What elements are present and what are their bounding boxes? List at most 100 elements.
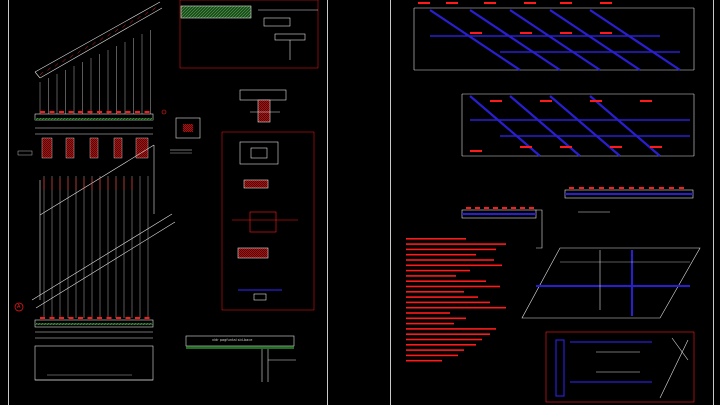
note-line <box>406 243 506 245</box>
right-sheet <box>406 2 701 403</box>
red-mark <box>589 187 594 189</box>
red-mark <box>619 187 624 189</box>
note-line <box>406 291 464 293</box>
red-mark <box>144 111 150 113</box>
dimension-label <box>560 32 572 34</box>
pier <box>65 137 75 159</box>
rebar-verticals-upper <box>39 30 151 114</box>
note-line <box>406 354 458 357</box>
red-mark <box>475 207 480 209</box>
stair-beam <box>429 9 521 71</box>
note-line <box>406 285 500 288</box>
dimension-label <box>610 146 622 148</box>
red-marks-mid <box>466 187 684 209</box>
rebar-tick <box>129 20 134 24</box>
framed-detail-box <box>221 131 315 311</box>
dimension-label <box>484 2 496 4</box>
red-mark <box>106 317 112 319</box>
notes-block <box>406 238 506 362</box>
dimension-label <box>590 100 602 102</box>
red-mark <box>87 317 93 319</box>
rebar-tick <box>137 15 141 20</box>
note-line <box>406 259 494 261</box>
top-stair-diagonal <box>34 1 163 79</box>
red-mark <box>87 111 93 113</box>
stair-beam <box>509 9 601 71</box>
red-mark <box>49 111 55 113</box>
dimension-label <box>520 32 532 34</box>
red-mark <box>639 187 644 189</box>
rebar-tick <box>47 67 51 71</box>
anchor-plate-detail <box>161 109 201 139</box>
landing-slab-upper <box>34 113 154 135</box>
red-mark <box>40 111 45 113</box>
left-sheet <box>14 0 319 382</box>
red-mark <box>659 187 664 189</box>
stair-beam <box>469 9 561 71</box>
rebar-verticals-lower <box>43 176 149 318</box>
red-mark <box>106 111 112 113</box>
red-mark <box>59 317 64 319</box>
red-mark <box>135 111 140 113</box>
red-mark <box>579 187 584 189</box>
red-mark <box>679 187 684 189</box>
red-mark <box>669 187 674 189</box>
red-mark <box>116 317 121 319</box>
note-line <box>406 338 482 341</box>
stair-beam <box>589 9 681 71</box>
dimension-label <box>524 2 536 4</box>
red-mark <box>466 207 471 209</box>
dimension-label <box>470 32 482 34</box>
pier <box>41 137 53 159</box>
rebar-tick <box>84 46 89 50</box>
red-mark <box>59 111 64 113</box>
section-marker-label: A <box>17 304 21 310</box>
red-mark <box>78 111 83 113</box>
section-marker-a <box>14 302 24 312</box>
note-line <box>406 344 476 346</box>
red-mark <box>116 111 121 113</box>
rebar-tick <box>152 7 156 11</box>
red-mark <box>599 187 604 189</box>
note-line <box>406 301 490 304</box>
red-mark <box>502 207 507 209</box>
red-mark <box>68 111 74 113</box>
rebar-tick <box>92 41 96 46</box>
piers-upper <box>41 137 149 159</box>
dimension-label <box>560 2 572 4</box>
red-mark <box>125 111 131 113</box>
dimension-label <box>640 100 652 102</box>
stair-beam <box>549 9 641 71</box>
rebar-tick <box>62 58 66 63</box>
dimension-label <box>600 32 612 34</box>
rebar-tick <box>99 37 104 41</box>
red-mark <box>529 207 534 209</box>
small-label-box-left <box>17 150 33 156</box>
note-line <box>406 269 470 272</box>
bottom-stair-diagonal <box>31 144 176 309</box>
red-mark <box>629 187 634 189</box>
pier <box>113 137 123 159</box>
red-dimension-labels <box>418 2 662 152</box>
note-line <box>406 328 496 330</box>
note-line <box>406 306 506 309</box>
red-mark <box>609 187 614 189</box>
bottom-stair-rebar-red <box>43 178 133 190</box>
red-mark <box>78 317 83 319</box>
note-line <box>406 280 486 282</box>
stair-beam <box>549 95 621 157</box>
note-line <box>406 253 476 256</box>
red-marks-upper <box>40 111 150 113</box>
rebar-tick <box>144 11 149 15</box>
bottom-right-detail <box>185 335 296 382</box>
note-line <box>406 296 478 298</box>
dimension-label <box>490 100 502 102</box>
top-green-detail <box>179 0 319 69</box>
mid-cut-detail <box>461 189 694 249</box>
blue-stair-beams <box>429 9 690 157</box>
note-line <box>406 333 490 335</box>
dimension-label <box>418 2 430 4</box>
top-stair-rebar-red <box>39 7 156 76</box>
